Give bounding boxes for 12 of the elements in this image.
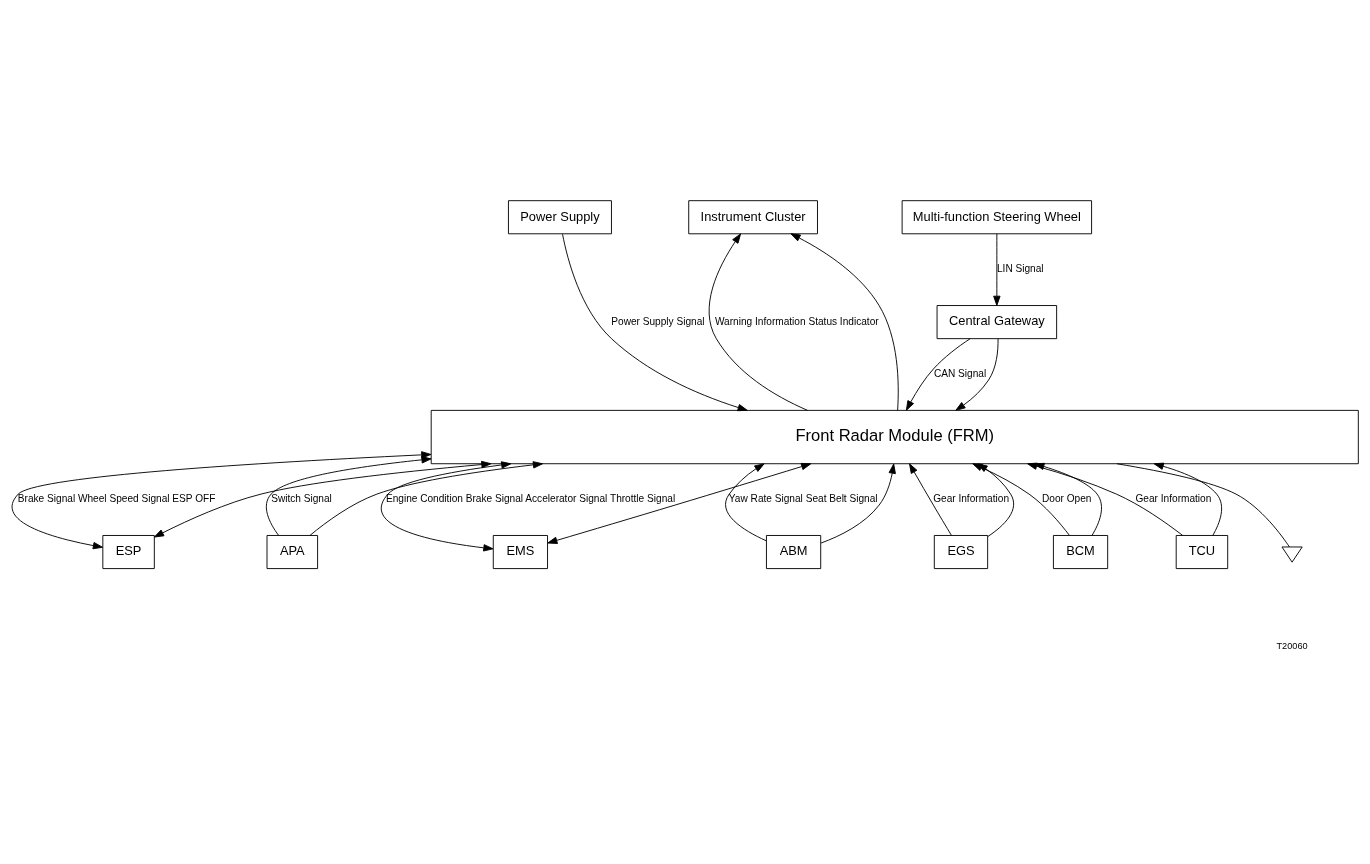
- edge-label: Gear Information: [1135, 493, 1212, 505]
- edge-label: Warning Information Status Indicator: [714, 315, 879, 327]
- edge-label: Switch Signal: [271, 493, 332, 505]
- label: T20060: [1276, 641, 1308, 652]
- edge-label: CAN Signal: [933, 368, 987, 380]
- edge-label: Gear Information: [933, 493, 1010, 505]
- edge-label: LIN Signal: [996, 263, 1044, 275]
- edge-label: Power Supply Signal: [611, 315, 705, 327]
- edge-label: Yaw Rate Signal Seat Belt Signal: [728, 493, 878, 505]
- edge-label: Engine Condition Brake Signal Accelerator Signal Throttle Signal: [385, 493, 676, 505]
- edge-label: Door Open: [1042, 493, 1092, 505]
- edge-label: Brake Signal Wheel Speed Signal ESP OFF: [17, 493, 216, 505]
